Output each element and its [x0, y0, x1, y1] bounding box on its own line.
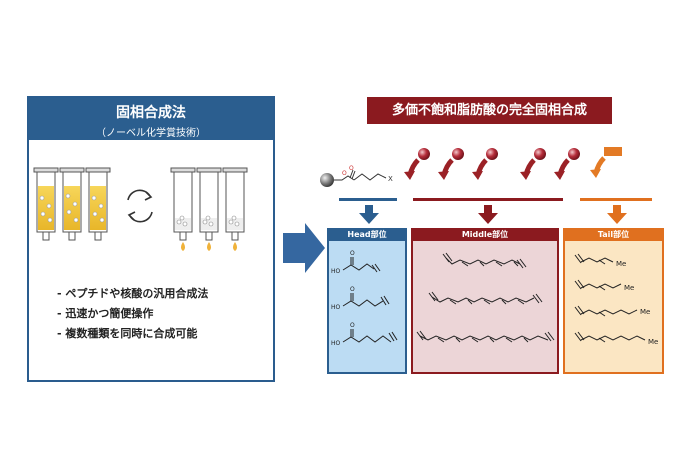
- resin-linker: O O X: [320, 165, 393, 187]
- head-1-hydroxyl: HO: [331, 268, 341, 275]
- head-3-hydroxyl: HO: [331, 340, 341, 347]
- head-2-hydroxyl: HO: [331, 304, 341, 311]
- tail-structures: [574, 253, 646, 343]
- tail-2-methyl: Me: [624, 284, 634, 292]
- head-down-arrow-icon: [359, 205, 379, 224]
- head-3-oxygen: O: [350, 322, 355, 329]
- solid-phase-subtitle: （ノーベル化学賞技術）: [96, 128, 206, 139]
- middle-section-label: Middle部位: [461, 230, 509, 239]
- head-structures: [342, 257, 398, 343]
- draining-tubes: [170, 167, 248, 251]
- solid-phase-title: 固相合成法: [116, 105, 186, 121]
- tail-section-label: Tail部位: [597, 230, 630, 239]
- tail-3-methyl: Me: [640, 308, 650, 316]
- tail-down-arrow-icon: [607, 205, 627, 224]
- bullet-item: - 迅速かつ簡便操作: [57, 307, 154, 320]
- head-2-oxygen: O: [350, 286, 355, 293]
- head-section-box: [327, 228, 407, 374]
- filled-tube: [85, 167, 111, 241]
- filled-tube: [59, 167, 85, 241]
- filled-tube: [33, 167, 59, 241]
- oxygen-atom-carbonyl: O: [349, 165, 354, 172]
- solid-phase-header: 固相合成法 （ノーベル化学賞技術）: [29, 98, 273, 140]
- draining-tube: [222, 167, 248, 251]
- bullet-item: - ペプチドや核酸の汎用合成法: [57, 287, 209, 300]
- bullet-item: - 複数種類を同時に合成可能: [57, 327, 198, 340]
- head-1-oxygen: O: [350, 250, 355, 257]
- draining-tube: [170, 167, 196, 251]
- transition-arrow-icon: [283, 223, 325, 273]
- filled-tubes: [33, 167, 111, 241]
- pufa-synthesis-title: 多価不飽和脂肪酸の完全固相合成: [367, 97, 612, 124]
- middle-down-arrow-icon: [478, 205, 498, 224]
- tail-4-methyl: Me: [648, 338, 658, 346]
- draining-tube: [196, 167, 222, 251]
- tail-section-box: [563, 228, 664, 374]
- tail-1-methyl: Me: [616, 260, 626, 268]
- head-section-label: Head部位: [347, 230, 387, 239]
- cycle-arrows-icon: [127, 189, 153, 223]
- leaving-group-x: X: [388, 175, 393, 183]
- building-block-arrows: [404, 147, 622, 180]
- middle-structures: [416, 252, 555, 343]
- oxygen-atom: O: [342, 170, 347, 177]
